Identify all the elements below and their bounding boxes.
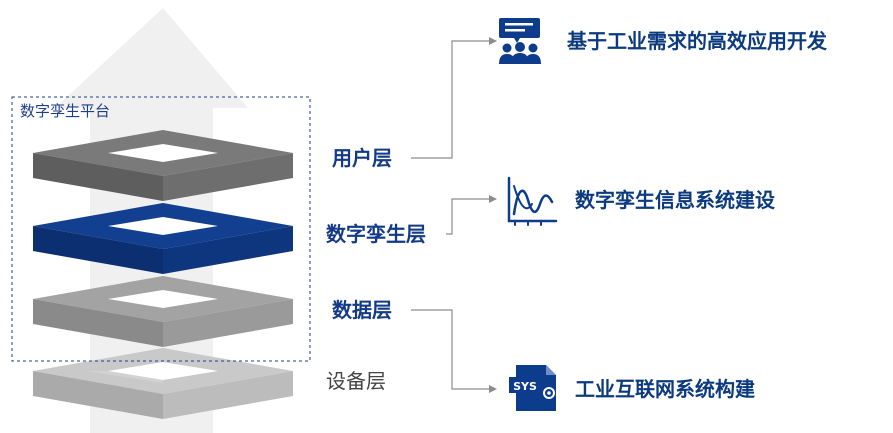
app-label-industrial-internet: 工业互联网系统构建 [575, 377, 755, 401]
connector-digital-twin-layer-arrowhead [489, 195, 497, 203]
platform-dashed-frame [11, 96, 311, 362]
connector-user-layer [411, 40, 489, 159]
connector-data-layer-arrowhead [489, 385, 497, 393]
team-meeting-icon [499, 18, 541, 64]
plate-data-layer [33, 276, 293, 347]
svg-text:SYS: SYS [513, 380, 537, 393]
layer-label-equipment: 设备层 [326, 369, 386, 393]
chart-curve-icon [507, 176, 558, 226]
layer-label-data: 数据层 [332, 298, 392, 322]
plate-equipment-layer [33, 348, 293, 419]
plate-digital-twin-layer [33, 203, 293, 274]
connector-user-layer-arrowhead [489, 37, 497, 45]
platform-title: 数字孪生平台 [20, 102, 111, 120]
app-label-industrial-demand: 基于工业需求的高效应用开发 [567, 29, 827, 53]
connector-data-layer [411, 309, 489, 390]
app-label-digital-twin-info-system: 数字孪生信息系统建设 [575, 188, 775, 212]
sys-settings-icon: SYS [509, 365, 556, 411]
connector-digital-twin-layer [446, 198, 489, 235]
layer-label-user: 用户层 [332, 146, 392, 170]
layer-label-digital-twin: 数字孪生层 [326, 222, 426, 246]
plate-user-layer [33, 130, 293, 201]
